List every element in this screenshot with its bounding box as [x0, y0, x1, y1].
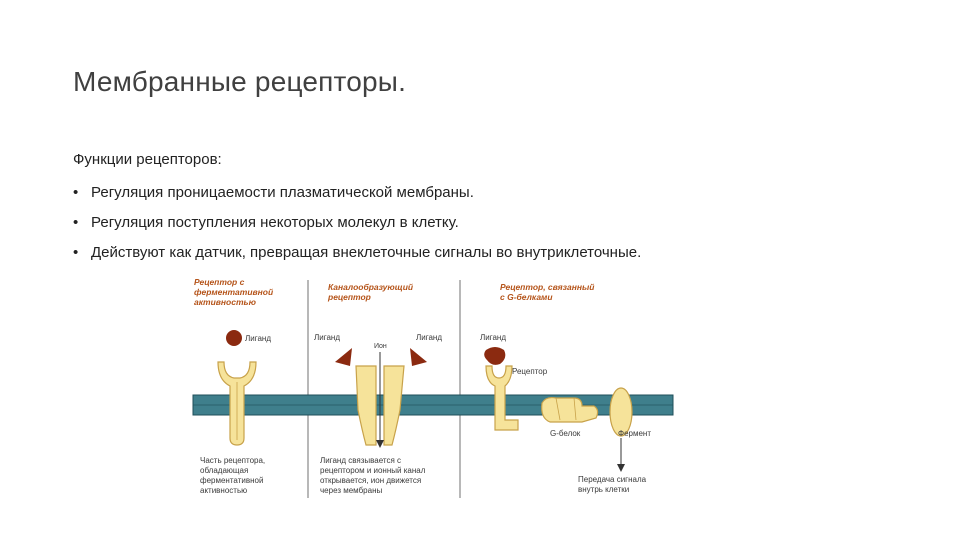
ligand-blob: [484, 347, 506, 365]
signal-arrow-head: [617, 464, 625, 472]
panel1-caption-line: Часть рецептора,: [200, 456, 265, 465]
bullet-icon: •: [73, 184, 79, 201]
ligand-triangle: [335, 348, 352, 366]
panel1-heading-line: Рецептор с: [194, 277, 245, 287]
panel3-ligand-label: Лиганд: [480, 333, 506, 342]
ligand-triangle: [410, 348, 427, 366]
panel1-heading-line: активностью: [194, 297, 257, 307]
panel1-heading-line: ферментативной: [194, 287, 274, 297]
functions-heading: Функции рецепторов:: [73, 151, 222, 168]
panel2-ligand-left-label: Лиганд: [314, 333, 340, 342]
panel2-caption-line: рецептором и ионный канал: [320, 466, 426, 475]
g-protein-detail: [555, 397, 577, 421]
panel3-caption-line: внутрь клетки: [578, 485, 629, 494]
g-protein-shape: [541, 396, 599, 423]
panel2-caption-line: Лиганд связывается с: [320, 456, 401, 465]
panel2-caption-line: открывается, ион движется: [320, 476, 421, 485]
ion-arrow-head: [376, 440, 384, 448]
panel3-receptor-label: Рецептор: [512, 367, 548, 376]
ligand-ball: [226, 330, 242, 346]
enzyme-label: Фермент: [618, 429, 651, 438]
panel3-caption-line: Передача сигнала: [578, 475, 647, 484]
channel-right-half: [383, 365, 405, 446]
list-item: • Действуют как датчик, превращая внеклет…: [73, 238, 641, 268]
g-coupled-receptor-shape: [485, 365, 519, 431]
list-item-text: Действуют как датчик, превращая внеклето…: [91, 244, 642, 261]
list-item-text: Регуляция проницаемости плазматической м…: [91, 184, 474, 201]
channel-left-half: [355, 365, 377, 446]
panel2-heading-line: рецептор: [327, 292, 371, 302]
panel1-caption-line: обладающая: [200, 466, 248, 475]
list-item: • Регуляция проницаемости плазматической …: [73, 178, 641, 208]
g-protein-label: G-белок: [550, 429, 581, 438]
panel1-ligand-label: Лиганд: [245, 334, 271, 343]
bullet-icon: •: [73, 214, 79, 231]
panel3-heading-line: Рецептор, связанный: [500, 282, 595, 292]
list-item: • Регуляция поступления некоторых молекул…: [73, 208, 641, 238]
bullet-icon: •: [73, 244, 79, 261]
receptor-diagram: Рецептор с ферментативной активностью Ли…: [192, 277, 674, 498]
panel2-caption-line: через мембраны: [320, 486, 382, 495]
panel2-ligand-right-label: Лиганд: [416, 333, 442, 342]
panel1-caption-line: активностью: [200, 486, 247, 495]
panel3-heading-line: с G-белками: [500, 292, 553, 302]
panel1-caption-line: ферментативной: [200, 476, 263, 485]
enzyme-shape: [609, 387, 633, 437]
ion-label: Ион: [374, 343, 387, 350]
list-item-text: Регуляция поступления некоторых молекул …: [91, 214, 459, 231]
functions-list: • Регуляция проницаемости плазматической …: [73, 178, 641, 268]
panel2-heading-line: Каналообразующий: [328, 282, 414, 292]
slide-title: Мембранные рецепторы.: [73, 66, 407, 97]
